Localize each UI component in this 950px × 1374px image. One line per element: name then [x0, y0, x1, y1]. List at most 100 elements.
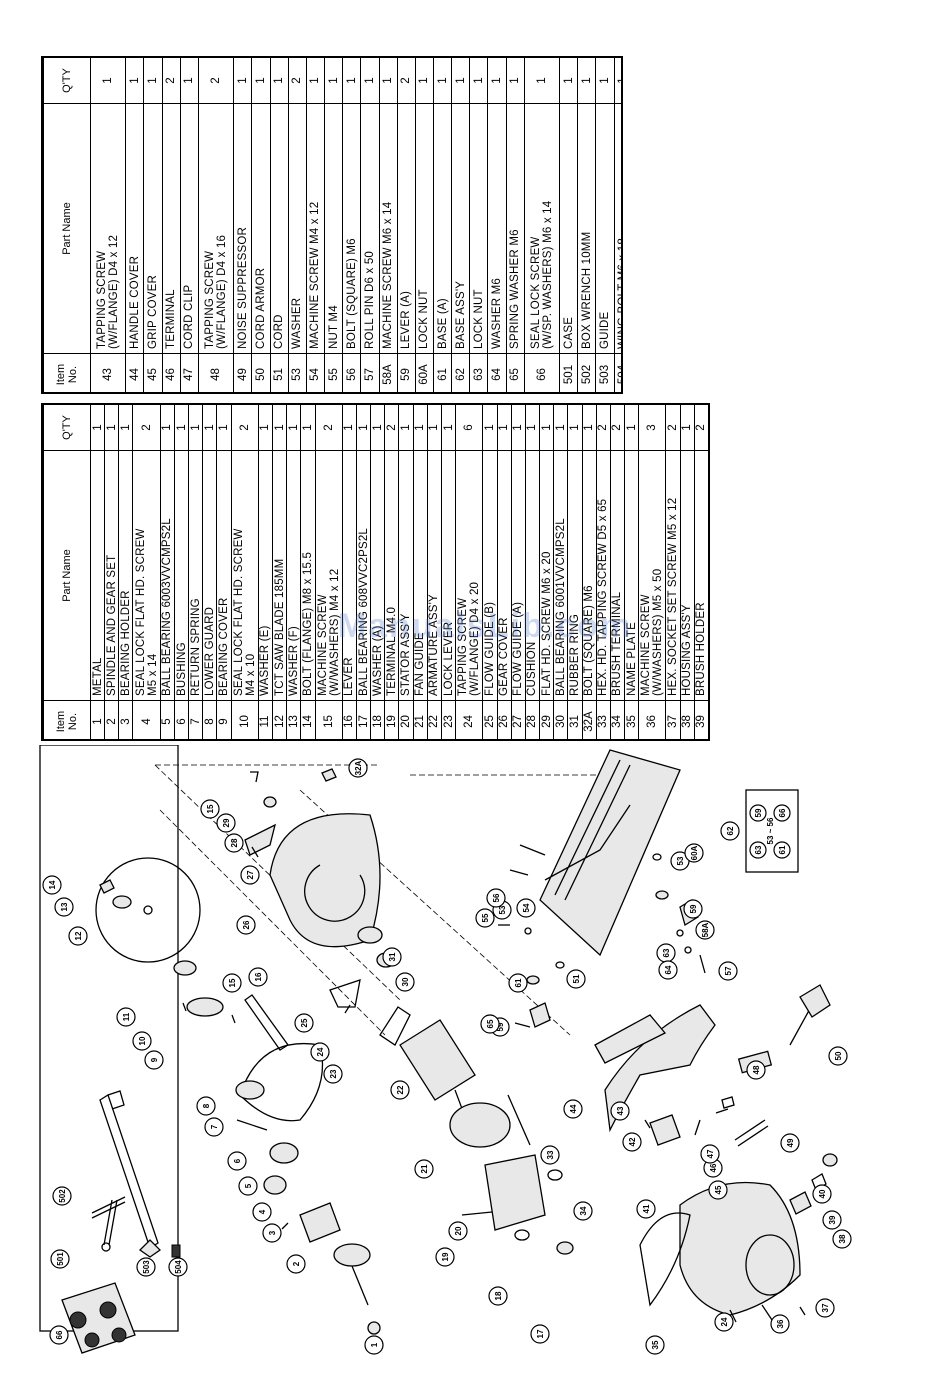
part-name-cell: HANDLE COVER: [125, 103, 144, 354]
lock-nut-63: [526, 975, 540, 985]
callout-18: 18: [488, 1286, 508, 1306]
callout-66: 66: [49, 1325, 69, 1345]
bolt-14: [99, 879, 115, 894]
lock-nut-60A: [655, 890, 669, 900]
callout-34: 34: [573, 1201, 593, 1221]
callout-label: 47: [706, 1149, 715, 1158]
base-assy-member: 63: [754, 845, 763, 854]
spring-washer-65: [684, 946, 692, 954]
qty-cell: 1: [300, 405, 316, 451]
callout-58A: 58A: [695, 920, 715, 940]
callout-label: 60A: [690, 845, 699, 860]
callout-5: 5: [238, 1176, 258, 1196]
ball-bearing-17: [556, 1241, 574, 1255]
qty-cell: 2: [708, 405, 710, 451]
part-name-cell: BALL BEARING 608VVC2PS2L: [356, 450, 371, 701]
callout-64: 64: [658, 960, 678, 980]
item-no-cell: 1: [90, 700, 105, 739]
part-name-cell: TERMINAL M4.0: [384, 450, 399, 701]
item-no-cell: 24: [455, 700, 483, 739]
item-no-cell: 19: [384, 700, 399, 739]
item-no-cell: 37: [665, 700, 681, 739]
screw-37: [799, 1306, 806, 1316]
part-name-cell: CARBON BRUSH: [708, 451, 710, 701]
part-name-cell: BALL BEARING 6001VVCMPS2L: [553, 450, 568, 701]
callout-label: 24: [316, 1047, 325, 1056]
part-name-cell: LOCK LEVER: [441, 450, 456, 701]
stator-20: [484, 1154, 546, 1231]
callout-24: 24: [310, 1042, 330, 1062]
qty-cell: 2: [198, 58, 234, 104]
item-no-cell: 65: [506, 353, 525, 392]
callout-label: 24: [720, 1317, 729, 1326]
item-no-cell: 36: [638, 700, 666, 739]
guide-503: [99, 1090, 159, 1249]
part-name-cell: BASE (A): [433, 103, 452, 354]
part-name-cell: METAL: [90, 450, 105, 701]
callout-label: 50: [834, 1051, 843, 1060]
callout-label: 15: [228, 978, 237, 987]
callout-56: 56: [486, 888, 506, 908]
washer-64: [676, 929, 684, 937]
base-assy-box: [745, 789, 799, 873]
item-no-cell: 504: [614, 353, 621, 392]
callout-label: 51: [572, 974, 581, 983]
callout-29: 29: [216, 813, 236, 833]
item-no-cell: 4: [132, 700, 161, 739]
part-name-cell: SEAL LOCK SCREW (W/SP. WASHERS) M6 x 14: [524, 103, 560, 354]
part-name-cell: STATOR ASS'Y: [398, 450, 414, 701]
qty-cell: 1: [427, 405, 442, 451]
callout-28: 28: [224, 833, 244, 853]
part-name-cell: WASHER M6: [487, 103, 507, 354]
qty-header: Q'TY: [43, 405, 91, 451]
part-name-cell: LOCK NUT: [469, 103, 488, 354]
callout-57: 57: [718, 961, 738, 981]
callout-label: 501: [56, 1252, 65, 1266]
item-no-cell: 59: [397, 353, 416, 392]
qty-cell: 1: [553, 405, 568, 451]
part-name-cell: NUT M4: [324, 103, 343, 354]
callout-23: 23: [323, 1064, 343, 1084]
part-name-cell: RETURN SPRING: [188, 450, 203, 701]
qty-cell: 1: [379, 58, 398, 104]
item-no-cell: 58A: [379, 353, 398, 392]
qty-cell: 1: [511, 405, 526, 451]
part-name-cell: MACHINE SCREW (W/WASHERS) M5 x 50: [638, 450, 666, 701]
callout-65: 65: [480, 1014, 500, 1034]
callout-44: 44: [563, 1099, 583, 1119]
qty-cell: 1: [595, 58, 615, 104]
bolt-56: [509, 869, 529, 876]
item-no-cell: 7: [188, 700, 203, 739]
callout-label: 10: [138, 1036, 147, 1045]
item-no-cell: 34: [610, 700, 625, 739]
screw-58A: [699, 954, 706, 974]
callout-25: 25: [294, 1013, 314, 1033]
callout-3: 3: [262, 1223, 282, 1243]
qty-cell: 2: [397, 58, 416, 104]
qty-cell: 1: [118, 405, 133, 451]
callout-label: 27: [246, 870, 255, 879]
qty-cell: 2: [610, 405, 625, 451]
callout-2: 2: [286, 1254, 306, 1274]
qty-cell: 1: [680, 405, 695, 451]
qty-cell: 1: [433, 58, 452, 104]
item-no-cell: 21: [413, 700, 428, 739]
callout-label: 35: [651, 1340, 660, 1349]
qty-cell: 1: [624, 405, 639, 451]
callout-label: 22: [396, 1085, 405, 1094]
part-name-cell: NAME PLATE: [624, 450, 639, 701]
callout-label: 65: [486, 1019, 495, 1028]
item-no-cell: 39: [694, 700, 708, 739]
callout-27: 27: [240, 865, 260, 885]
